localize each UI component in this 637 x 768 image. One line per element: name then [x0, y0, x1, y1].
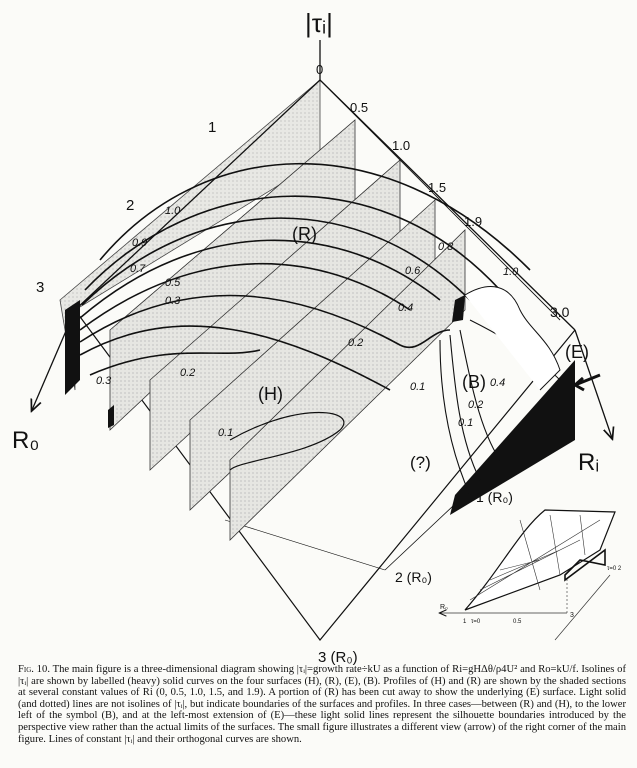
inset-tick: τ=0 [471, 619, 481, 625]
tick-label: 1.5 [428, 180, 446, 195]
tick-label: 1 (R₀) [476, 489, 513, 505]
figure-number: Fig. 10. [18, 664, 50, 675]
isolines [79, 162, 561, 496]
surface-label-e: (E) [565, 342, 589, 362]
surface-labels: (R) (H) (B) (E) (?) [258, 224, 589, 472]
svg-text:1.0: 1.0 [503, 266, 519, 278]
svg-text:0.4: 0.4 [490, 377, 505, 389]
vertical-axis-label: |τᵢ| [305, 8, 333, 38]
surface-label-b: (B) [462, 372, 486, 392]
ro-ticks: 1 2 3 1 (R₀) 2 (R₀) 3 (R₀) [36, 119, 513, 666]
inset-tick: 0.5 [513, 619, 522, 625]
isoline-labels: 1.0 0.9 0.7 0.5 0.3 0.8 0.6 0.4 0.2 0.1 … [96, 205, 519, 439]
tick-label: 0.5 [350, 100, 368, 115]
svg-text:0.3: 0.3 [96, 375, 112, 387]
ri-axis-arrow [574, 329, 612, 438]
figure-caption: Fig. 10. The main figure is a three-dime… [18, 664, 626, 745]
svg-text:0.1: 0.1 [218, 427, 233, 439]
tick-label: 3.0 [550, 304, 570, 320]
inset-tick: 3 [570, 612, 574, 619]
svg-text:0.3: 0.3 [165, 295, 181, 307]
tick-label: 1.9 [464, 214, 482, 229]
svg-text:0.5: 0.5 [165, 277, 181, 289]
svg-text:0.7: 0.7 [130, 263, 146, 275]
surface-label-r: (R) [292, 224, 317, 244]
tick-label: 1.0 [392, 138, 410, 153]
svg-text:0.6: 0.6 [405, 265, 421, 277]
tick-label: 1 [208, 119, 216, 136]
svg-text:1.0: 1.0 [165, 205, 181, 217]
ro-axis-label: R₀ [12, 427, 39, 454]
svg-text:0.2: 0.2 [348, 337, 363, 349]
black-sections [65, 295, 575, 515]
svg-text:0.9: 0.9 [132, 237, 147, 249]
svg-text:0.2: 0.2 [180, 367, 195, 379]
axis-labels: |τᵢ| Rᵢ R₀ [12, 8, 599, 476]
e-surface-outline [464, 286, 561, 391]
inset-ro-label: R₀ [440, 604, 448, 611]
svg-text:0.4: 0.4 [398, 302, 413, 314]
svg-text:0.1: 0.1 [410, 381, 425, 393]
caption-text: The main figure is a three-dimensional d… [18, 664, 626, 745]
ro-edge [74, 79, 321, 311]
surface-label-unknown: (?) [410, 453, 431, 472]
ri-axis-label: Rᵢ [578, 449, 599, 476]
svg-text:0.2: 0.2 [468, 399, 483, 411]
ri-ticks: 0 0.5 1.0 1.5 1.9 3.0 [316, 62, 570, 320]
inset-tick: 1 [463, 619, 467, 625]
svg-text:0.8: 0.8 [438, 241, 454, 253]
inset-corner-label: τ=0 2 [607, 566, 622, 572]
tick-label: 2 (R₀) [395, 569, 432, 585]
tick-label: 2 [126, 197, 134, 214]
surface-label-h: (H) [258, 384, 283, 404]
tick-label: 3 [36, 279, 44, 296]
tick-label: 0 [316, 62, 323, 77]
inset-figure: R₀ 1 τ=0 0.5 3 τ=0 2 [440, 509, 622, 641]
tick-label: 3 (R₀) [318, 649, 358, 666]
svg-text:0.1: 0.1 [458, 417, 473, 429]
view-arrow-icon [574, 373, 601, 392]
